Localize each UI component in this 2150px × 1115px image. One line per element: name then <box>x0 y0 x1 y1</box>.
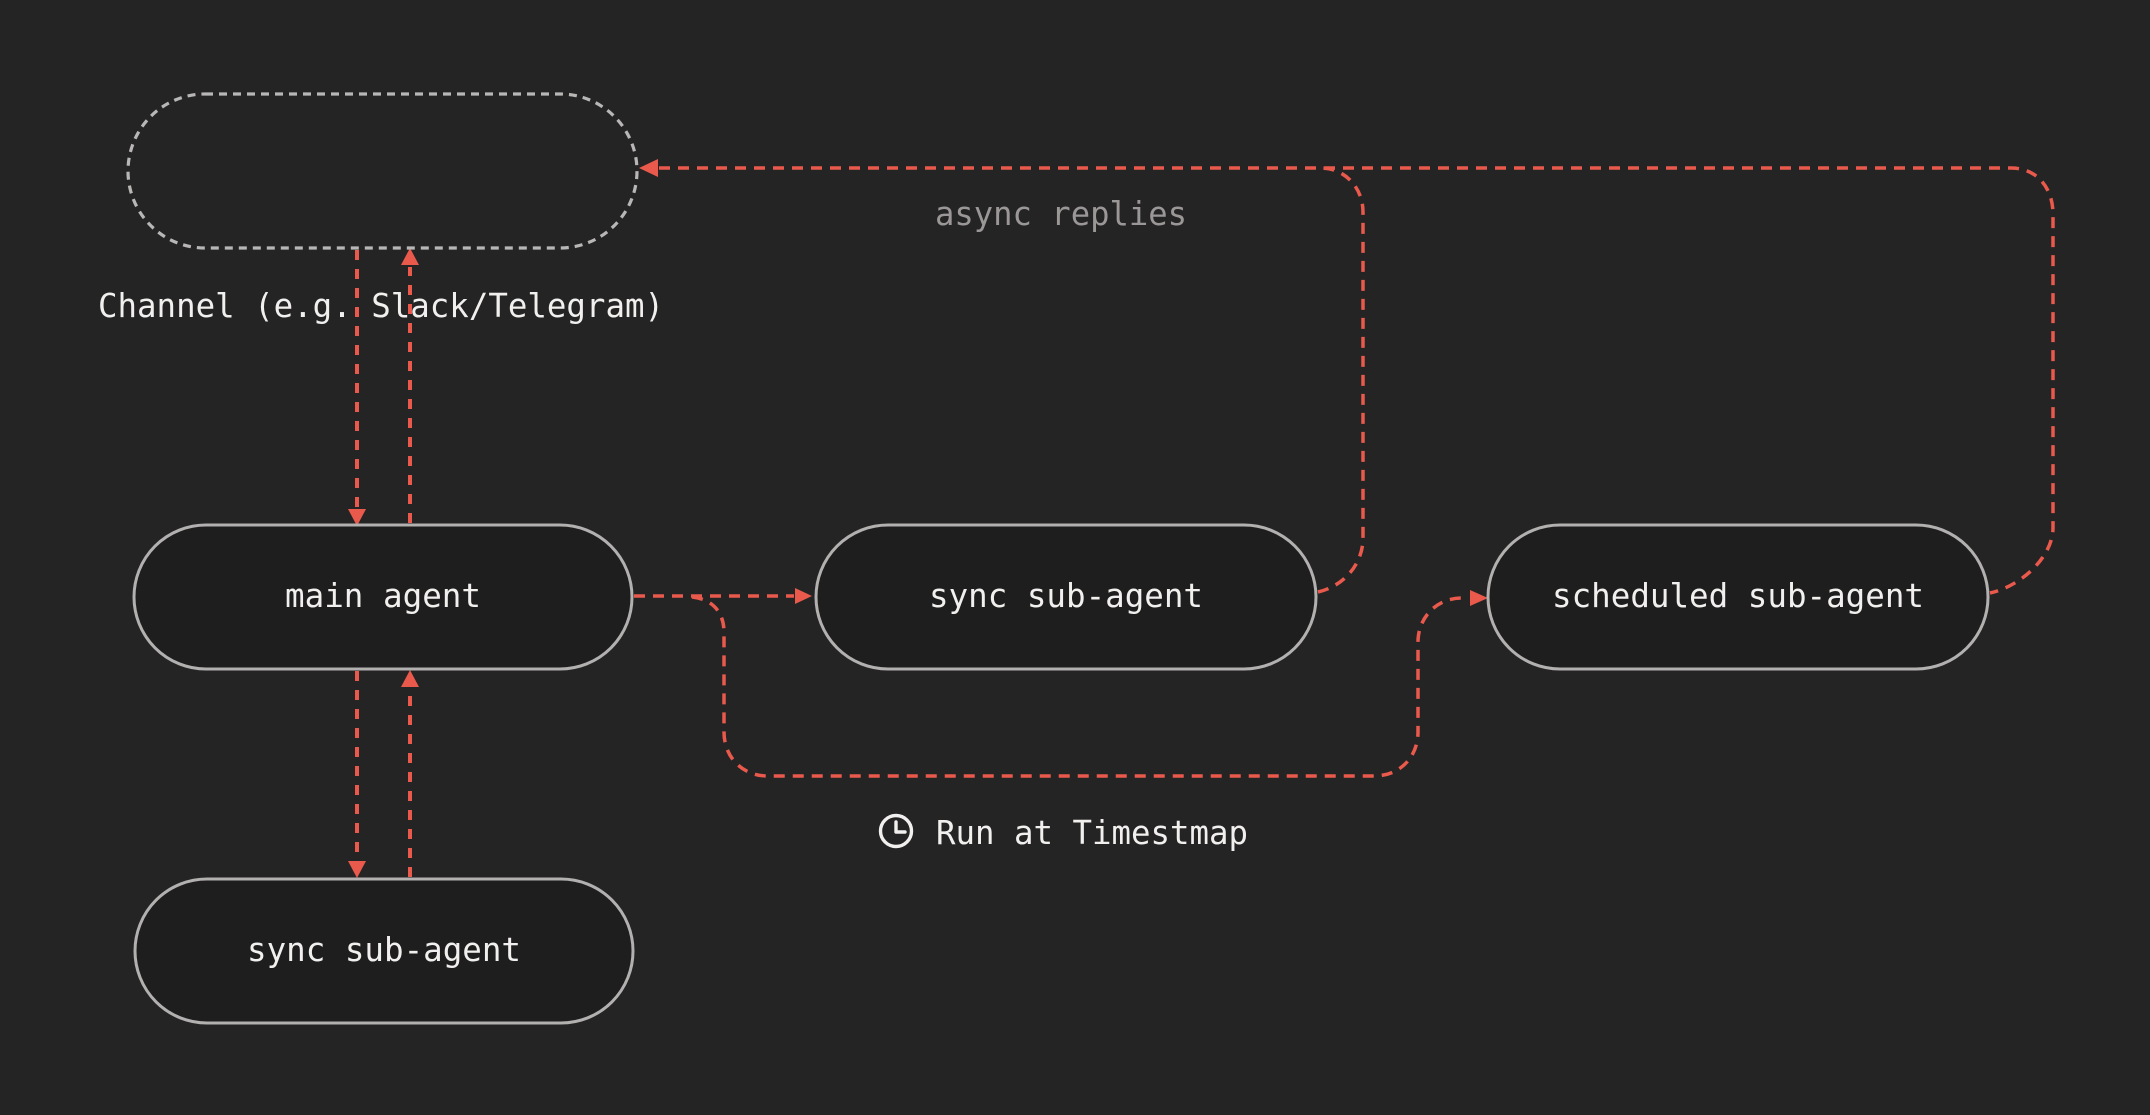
sync-sub-agent-bottom-node-shape <box>133 877 635 1025</box>
channel-caption: Channel (e.g. Slack/Telegram) <box>98 286 664 325</box>
sync-sub-agent-label: sync sub-agent <box>929 576 1203 615</box>
node-main-agent: main agent <box>132 523 634 671</box>
clock-icon <box>878 813 914 849</box>
arrowhead-into-channel-right <box>639 159 658 177</box>
main-agent-label: main agent <box>285 576 481 615</box>
async-replies-label: async replies <box>935 194 1187 233</box>
clock-icon-face <box>878 813 914 849</box>
arrowhead-into-sync-left <box>795 588 812 604</box>
sync-sub-agent-node-shape <box>814 523 1318 671</box>
arrowhead-into-scheduled-left <box>1470 590 1488 606</box>
channel-node-shape <box>126 92 639 250</box>
edges-layer <box>348 159 2055 878</box>
arrowhead-into-channel-bottom <box>401 248 419 265</box>
run-at-timestamp-label: Run at Timestmap <box>936 813 1248 852</box>
node-sync-sub-agent: sync sub-agent <box>814 523 1318 671</box>
scheduled-sub-agent-label: scheduled sub-agent <box>1552 576 1924 615</box>
node-scheduled-sub-agent: scheduled sub-agent <box>1486 523 1990 671</box>
arrowhead-into-main-bottom <box>401 670 419 687</box>
sync-sub-agent-bottom-label: sync sub-agent <box>247 930 521 969</box>
scheduled-sub-agent-node-shape <box>1486 523 1990 671</box>
edge-sync-to-async-line <box>1317 166 1365 594</box>
main-agent-node-shape <box>132 523 634 671</box>
arrowhead-into-main-top <box>348 509 366 526</box>
node-channel <box>126 92 639 250</box>
node-sync-sub-agent-bottom: sync sub-agent <box>133 877 635 1025</box>
arrowhead-into-bottom-sync-top <box>348 861 366 878</box>
edge-async-replies-line <box>659 166 2055 595</box>
clock-icon-hands <box>894 820 907 834</box>
edge-main-to-scheduled <box>691 595 1468 778</box>
